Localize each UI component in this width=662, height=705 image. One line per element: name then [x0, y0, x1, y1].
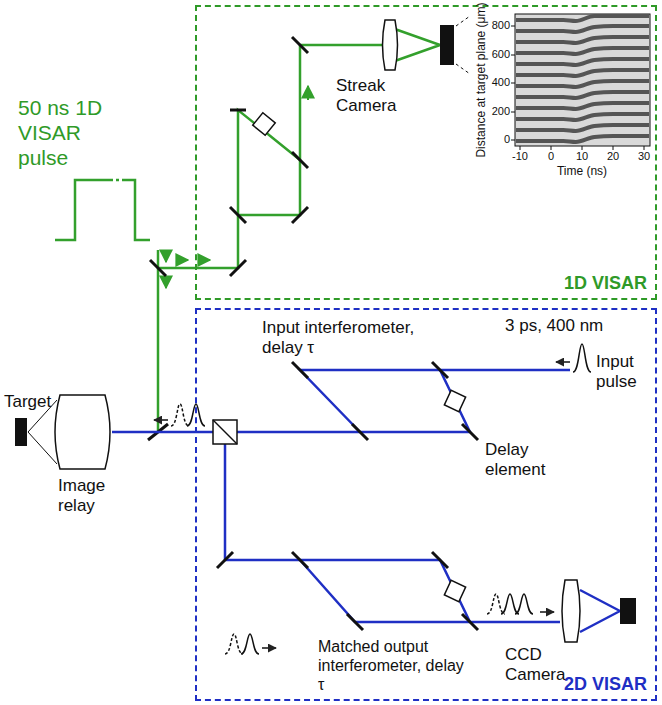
optical-pulse [573, 344, 591, 372]
delay-element [444, 390, 465, 411]
streak-lens [383, 20, 398, 70]
component-label: Matched output interferometer, delay τ [318, 638, 468, 695]
fringe-stroke [516, 92, 649, 98]
tick-label: 400 [486, 76, 510, 89]
mirror [148, 37, 308, 440]
pulse-label: 50 ns 1D VISAR pulse [18, 96, 126, 170]
component-label: CCD Camera [505, 645, 571, 685]
streak-fringes [516, 16, 649, 142]
axis-title: Time (ns) [542, 164, 622, 178]
streak-image [515, 14, 650, 146]
component-label: Streak Camera [336, 76, 400, 116]
leader-line [456, 16, 470, 74]
tick-label: 200 [486, 105, 510, 118]
green-beam [158, 28, 440, 432]
optical-pulse [171, 404, 189, 426]
tick-label: 30 [629, 150, 659, 163]
tick-label: 0 [486, 133, 510, 146]
ccd-lens [562, 580, 580, 642]
fringe-stroke [516, 26, 649, 32]
region-title: 1D VISAR [564, 273, 647, 294]
image-relay-lens [55, 395, 110, 469]
fringe-stroke [516, 114, 649, 120]
blue-beam [112, 370, 620, 632]
tick-label: 800 [486, 19, 510, 32]
pulse-label: 3 ps, 400 nm [505, 316, 645, 336]
component-label: Input pulse [596, 352, 654, 392]
tick-label: 600 [486, 48, 510, 61]
beam-splitter-cube [213, 420, 237, 444]
fringe-stroke [516, 125, 649, 131]
fringe-stroke [516, 103, 649, 109]
green-arrow [166, 86, 308, 288]
axis-tick [511, 26, 644, 150]
fringe-stroke [516, 16, 649, 21]
axis-title: Distance at target plane (μm) [474, 0, 488, 165]
tick-label: 0 [536, 150, 566, 163]
component-label: Image relay [58, 476, 118, 516]
component-label: Input interferometer, delay τ [262, 318, 437, 358]
mirror [217, 362, 478, 630]
pulse-arrow [154, 362, 570, 648]
fringe-stroke [516, 59, 649, 65]
component-label: Delay element [485, 440, 560, 480]
delay-element [444, 580, 465, 601]
fringe-stroke [516, 48, 649, 54]
optical-pulse [225, 634, 243, 654]
target [15, 418, 27, 446]
fringe-stroke [516, 70, 649, 76]
pulse-train [171, 344, 591, 654]
fringe-stroke [516, 37, 649, 43]
ccd-camera [620, 598, 636, 624]
optical-pulse [501, 594, 519, 614]
tick-label: 20 [598, 150, 628, 163]
delay-element [253, 113, 276, 136]
optical-pulse [241, 634, 259, 654]
streak-camera [440, 25, 454, 65]
optical-pulse [487, 594, 505, 614]
fringe-stroke [516, 81, 649, 87]
green-pulse-shape [55, 180, 150, 240]
tick-label: 10 [567, 150, 597, 163]
component-label: Target [4, 392, 64, 412]
optical-pulse [515, 594, 533, 614]
tick-label: -10 [505, 150, 535, 163]
fringe-stroke [516, 136, 649, 142]
region-title: 2D VISAR [564, 674, 647, 695]
